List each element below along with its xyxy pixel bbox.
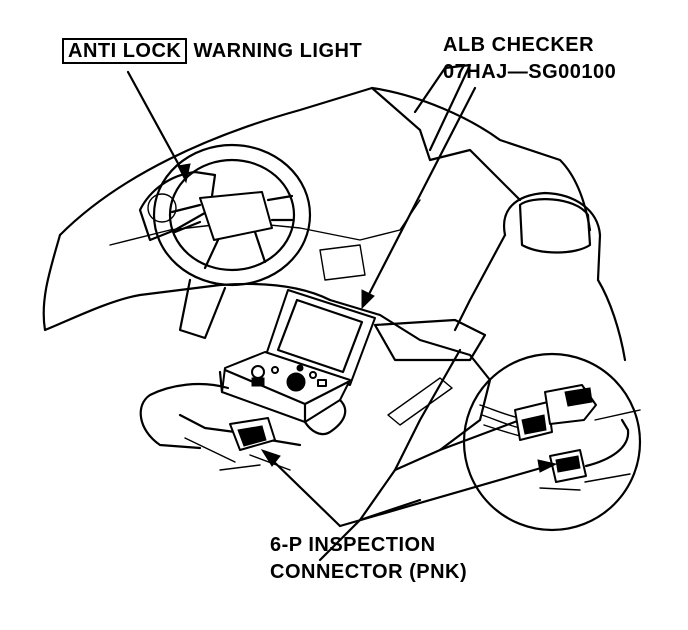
checker-lamp-3 [296,364,304,372]
spoke-lower [203,230,267,270]
inset-harness-1 [479,404,521,437]
seat-slot [387,377,453,426]
checker-label-line2: 07HAJ—SG00100 [443,61,617,83]
arrowhead-connector-right [537,459,558,473]
leader-checker [364,86,477,302]
connector-label-line1: 6-P INSPECTION [270,534,436,556]
inset-connector-left-detail [521,414,547,435]
arrowhead-connector-left [260,449,281,467]
inset-lock-arrow [584,418,630,468]
checker-cable [139,382,230,450]
anti-lock-label-group: ANTI LOCK WARNING LIGHT [62,38,363,64]
checker-lid-inner [276,298,364,374]
headrest [518,198,592,254]
warning-light-label: WARNING LIGHT [193,40,363,62]
arrowhead-checker [361,289,375,310]
checker-switch [317,379,327,387]
spoke-left [170,203,202,234]
steering-column [178,278,227,340]
console-box [373,318,487,362]
dash-vent [319,244,366,281]
connector-label-line2: CONNECTOR (PNK) [270,561,468,583]
checker-lamp-1 [271,366,279,374]
detail-inset-circle [462,352,642,532]
a-pillar [413,63,472,152]
checker-lamp-2 [309,371,317,379]
windshield-edge [370,86,522,202]
inset-surface [539,409,641,491]
inset-connector-top-detail [564,387,593,407]
seat-back [502,191,627,362]
arrowhead-warning-light [177,163,191,184]
instrument-cluster [138,170,217,242]
leader-connector-right [338,464,550,528]
checker-label-line1: ALB CHECKER [443,34,595,56]
dash-panel [109,199,421,246]
inset-connector-bottom-detail [555,455,581,473]
spoke-right [266,194,294,222]
steering-wheel-inner [168,158,296,272]
checker-knob-1-base [251,377,265,387]
gauge-left [147,193,177,223]
checker-knob-2 [286,372,306,392]
center-console [328,298,492,452]
steering-wheel-rim [152,143,312,287]
leader-warning-light [126,70,188,180]
anti-lock-boxed-label: ANTI LOCK [62,38,188,64]
steering-hub [199,191,273,241]
dashboard-outline [58,86,592,237]
connector-detail [237,425,267,447]
leader-connector-left [266,454,342,528]
checker-knob-1 [251,365,265,379]
checker-cable-2 [303,398,347,436]
seat-cushion [358,418,522,522]
dash-lower [42,233,332,332]
